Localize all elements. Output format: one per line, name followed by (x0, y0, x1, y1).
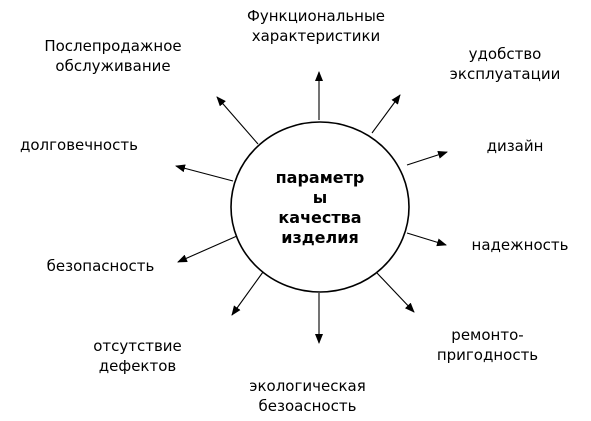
center-circle (230, 121, 410, 293)
parameter-defects-line-2: дефектов (98, 357, 177, 375)
center-label-line-3: качества (278, 208, 362, 227)
parameter-safety: безопасность (28, 256, 173, 276)
arrow-design (406, 150, 448, 166)
parameter-reliability-line-1: надежность (471, 236, 569, 254)
parameter-functional: Функциональные характеристики (225, 6, 407, 46)
parameter-ecological-line-2: безоасность (258, 397, 357, 415)
center-label: параметр ы качества изделия (250, 168, 390, 248)
parameter-usability-line-2: эксплуатации (449, 65, 561, 83)
parameter-aftersales: Послепродажное обслуживание (18, 36, 208, 76)
parameter-repairability: ремонто- пригодность (415, 325, 560, 365)
parameter-repairability-line-2: пригодность (436, 346, 539, 364)
parameter-usability-line-1: удобство (468, 45, 542, 63)
arrow-defects (231, 271, 264, 316)
parameter-usability: удобство эксплуатации (430, 44, 580, 84)
parameter-defects: отсутствие дефектов (75, 336, 200, 376)
arrow-reliability (406, 232, 447, 247)
parameter-defects-line-1: отсутствие (93, 337, 182, 355)
arrow-safety (177, 235, 238, 263)
center-label-line-4: изделия (281, 228, 359, 247)
parameter-design-line-1: дизайн (486, 137, 544, 155)
arrow-repairability (376, 272, 415, 313)
parameter-durability: долговечность (20, 135, 170, 155)
parameter-aftersales-line-2: обслуживание (55, 57, 171, 75)
arrow-durability (175, 164, 234, 182)
parameter-functional-line-1: Функциональные (246, 7, 386, 25)
parameter-ecological-line-1: экологическая (249, 377, 366, 395)
center-label-line-1: параметр (275, 168, 365, 187)
parameter-design: дизайн (470, 136, 560, 156)
parameter-repairability-line-1: ремонто- (451, 326, 524, 344)
parameter-durability-line-1: долговечность (20, 136, 138, 154)
parameter-safety-line-1: безопасность (46, 257, 155, 275)
center-label-line-2: ы (312, 188, 328, 207)
arrow-aftersales (216, 96, 259, 145)
parameter-functional-line-2: характеристики (251, 27, 381, 45)
parameter-ecological: экологическая безоасность (235, 376, 380, 416)
parameter-reliability: надежность (455, 235, 585, 255)
parameter-aftersales-line-1: Послепродажное (44, 37, 182, 55)
arrow-usability (371, 94, 401, 134)
